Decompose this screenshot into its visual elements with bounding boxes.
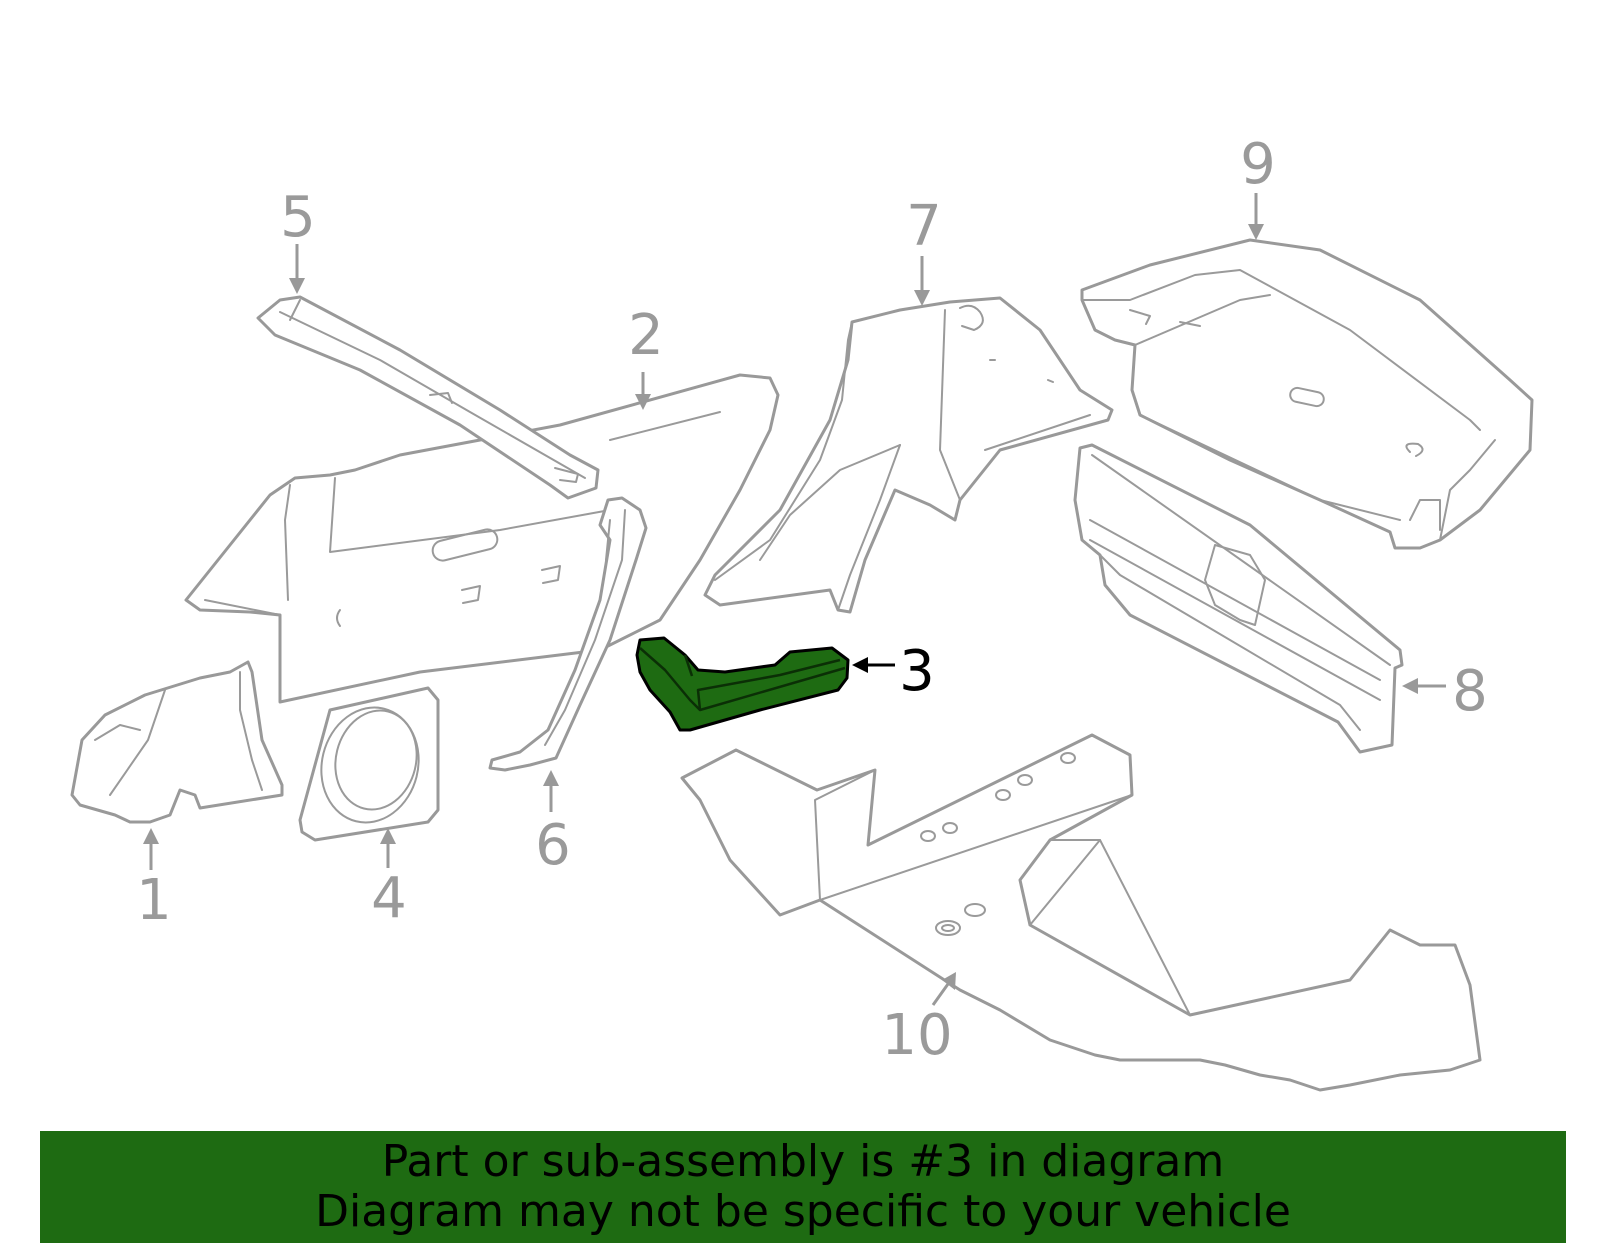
callout-2: 2: [628, 303, 664, 368]
disclaimer-banner: Part or sub-assembly is #3 in diagram Di…: [40, 1131, 1566, 1243]
callout-arrows: [143, 193, 1446, 1006]
callout-6: 6: [535, 813, 571, 878]
callout-4: 4: [371, 866, 407, 931]
part-9-package-shelf[interactable]: [1080, 238, 1534, 550]
callout-9: 9: [1240, 132, 1276, 197]
part-10-floor-panel[interactable]: [680, 733, 1482, 1092]
part-6-pillar-trim[interactable]: [488, 496, 648, 772]
part-4-speaker-bezel[interactable]: [298, 686, 440, 842]
part-2-side-trim-panel[interactable]: [184, 373, 780, 704]
banner-line-1: Part or sub-assembly is #3 in diagram: [381, 1136, 1225, 1187]
callout-10: 10: [881, 1003, 952, 1068]
part-1-wheelhouse-liner[interactable]: [70, 660, 284, 824]
callout-8: 8: [1452, 659, 1488, 724]
callout-5: 5: [280, 185, 316, 250]
banner-line-2: Diagram may not be specific to your vehi…: [315, 1186, 1291, 1237]
callout-3: 3: [899, 639, 935, 704]
callout-1: 1: [136, 868, 172, 933]
part-3-highlighted-trim[interactable]: [635, 636, 850, 732]
part-7-quarter-trim[interactable]: [703, 296, 1114, 614]
part-8-rear-trim-panel[interactable]: [1073, 443, 1404, 754]
part-5-roof-rail[interactable]: [256, 295, 600, 500]
callout-7: 7: [906, 194, 942, 259]
